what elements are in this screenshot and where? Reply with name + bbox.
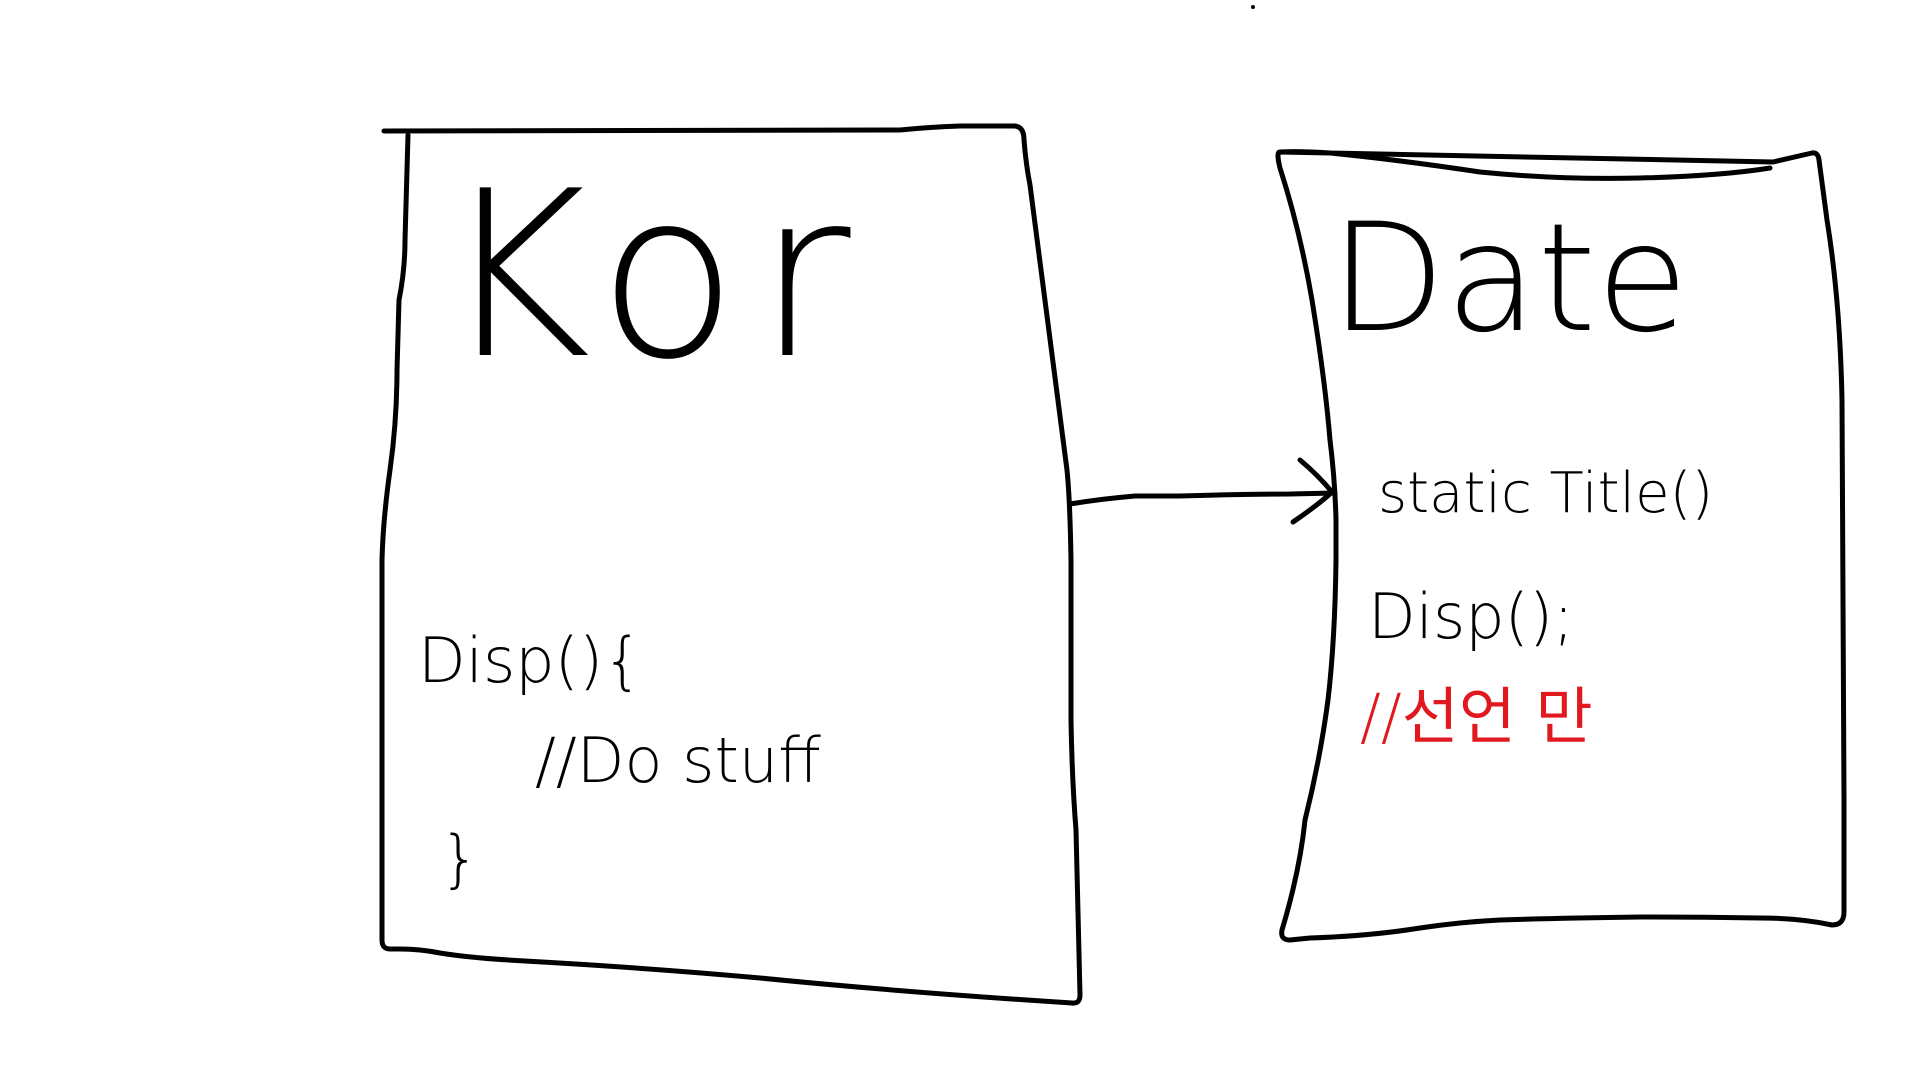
kor-close-brace: } bbox=[440, 822, 479, 895]
date-static-line: static Title() bbox=[1378, 461, 1713, 526]
kor-comment: //Do stuff bbox=[535, 724, 821, 797]
date-comment: //선언 만 bbox=[1360, 680, 1593, 753]
arrow-shaft bbox=[1067, 490, 1338, 507]
date-title: Date bbox=[1330, 192, 1689, 366]
stray-dot bbox=[1251, 5, 1255, 9]
kor-box-outline bbox=[379, 123, 1083, 1006]
kor-title: Kor bbox=[440, 143, 869, 410]
date-box-outline bbox=[1275, 149, 1847, 943]
date-decl-line: Disp(); bbox=[1368, 580, 1574, 653]
arrow-head bbox=[1290, 457, 1335, 525]
kor-method-open: Disp(){ bbox=[418, 624, 642, 697]
